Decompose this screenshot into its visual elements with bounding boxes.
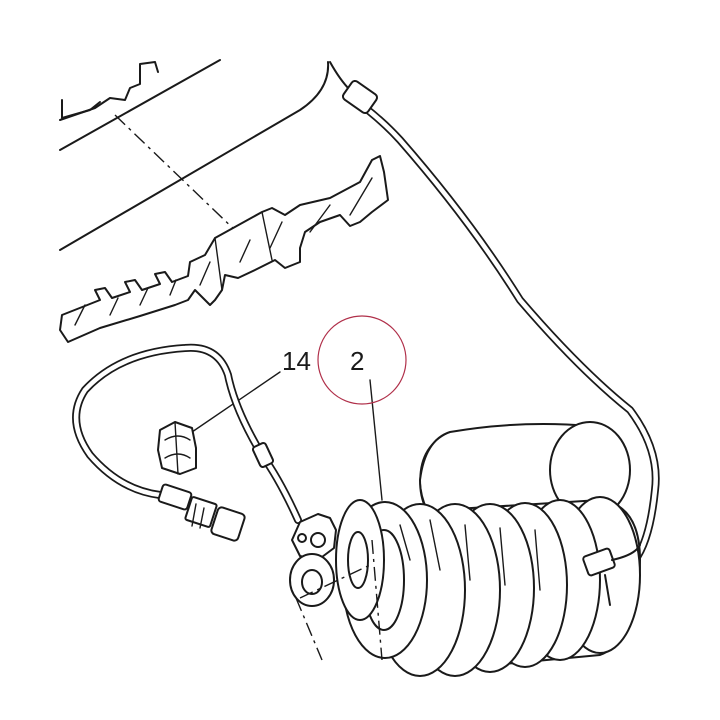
sensor-connector bbox=[157, 483, 246, 542]
upper-sensor-cable bbox=[341, 79, 660, 564]
axis-centerline-horizontal bbox=[299, 564, 371, 599]
sensor-mount bbox=[291, 513, 337, 561]
callout-2-highlight-circle bbox=[317, 315, 407, 405]
coil-spring bbox=[342, 496, 641, 677]
axis-centerline-right bbox=[371, 539, 383, 661]
lower-eye-bushing bbox=[289, 553, 335, 607]
bracket-leader-line bbox=[114, 114, 241, 236]
adjuster-fitting bbox=[582, 544, 641, 606]
callout-2-label: 2 bbox=[350, 346, 364, 376]
axis-centerline-left bbox=[295, 597, 323, 661]
cable-bracket bbox=[59, 155, 389, 343]
upper-housing bbox=[59, 59, 351, 251]
callout-2-leader bbox=[369, 379, 383, 501]
callout-14-label: 14 bbox=[282, 346, 311, 376]
cable-clip bbox=[157, 421, 197, 475]
sensor-grommet bbox=[251, 442, 275, 468]
shock-lower-body bbox=[335, 499, 385, 621]
